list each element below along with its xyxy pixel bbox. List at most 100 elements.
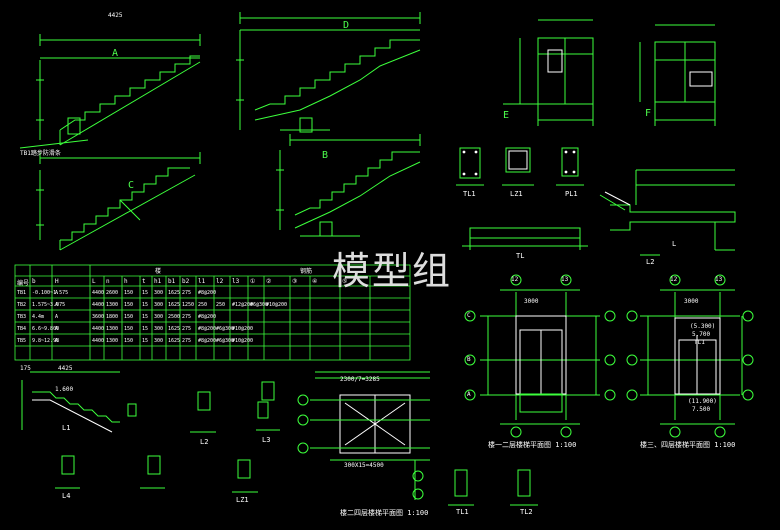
beam-tl-elevation bbox=[462, 227, 588, 250]
axis-a-left: C bbox=[467, 312, 471, 319]
table-header-top: 楼 bbox=[155, 268, 162, 275]
table-cell: 1625 bbox=[168, 338, 181, 344]
table-cell: 1300 bbox=[106, 326, 119, 332]
table-cell: 1300 bbox=[106, 338, 119, 344]
table-cell: 6.6~9.800 bbox=[32, 326, 60, 332]
table-column-header: h1 bbox=[154, 278, 162, 285]
table-cell: 4400 bbox=[92, 290, 105, 296]
table-cell: 275 bbox=[182, 290, 192, 296]
level-5700: 5.700 bbox=[692, 331, 711, 338]
table-cell: TB4 bbox=[17, 326, 27, 332]
table-column-header: H bbox=[55, 278, 59, 285]
cross-section-lz1 bbox=[502, 147, 534, 186]
table-column-header: ① bbox=[250, 278, 256, 285]
table-cell: #8@200 bbox=[198, 326, 217, 332]
dim-plan1-top: 3000 bbox=[524, 298, 539, 305]
table-column-header: l2 bbox=[216, 278, 224, 285]
table-cell: 300 bbox=[154, 326, 164, 332]
table-column-header: ③ bbox=[292, 278, 298, 285]
section-label-tl: TL bbox=[516, 252, 525, 260]
axis-c-left: A bbox=[467, 391, 471, 398]
level-7500: 7.500 bbox=[692, 406, 711, 413]
table-cell: 1625 bbox=[168, 326, 181, 332]
cross-section-tl1 bbox=[456, 147, 484, 186]
stair-section-d bbox=[236, 12, 421, 133]
table-column-header: l3 bbox=[232, 278, 240, 285]
table-column-header: ⑤ bbox=[342, 278, 348, 285]
table-column-header: h bbox=[124, 278, 128, 285]
table-cell: -0.100~1.575 bbox=[32, 290, 69, 296]
plan-title-1-2: 楼一二层楼梯平面图 1:100 bbox=[488, 441, 577, 449]
stair-label-e: E bbox=[503, 110, 510, 121]
dim-l1-mid: 4425 bbox=[58, 365, 73, 372]
table-cell: 250 bbox=[198, 302, 208, 308]
table-cell: #10@200 bbox=[266, 302, 288, 308]
table-cell: 150 bbox=[124, 326, 134, 332]
stair-section-l1 bbox=[21, 371, 137, 433]
plan-title-3-4: 楼三、四层楼梯平面图 1:100 bbox=[640, 441, 736, 449]
landing-slab-detail bbox=[599, 169, 736, 256]
section-label-tl1: TL1 bbox=[463, 190, 476, 198]
detail-plan-e bbox=[503, 19, 594, 126]
dim-center-plan: 2300/7=3285 bbox=[340, 376, 380, 383]
rebar-schedule-table bbox=[14, 264, 411, 361]
table-cell: 4400 bbox=[92, 326, 105, 332]
axis-b-left: B bbox=[467, 356, 471, 363]
table-cell: 275 bbox=[182, 338, 192, 344]
tl1-note: TL1 bbox=[694, 339, 705, 346]
table-cell: 300 bbox=[154, 290, 164, 296]
table-cell: 4400 bbox=[92, 302, 105, 308]
stair-label-c: C bbox=[128, 180, 135, 191]
table-cell: 2600 bbox=[106, 290, 119, 296]
beam-label-l3: L3 bbox=[262, 436, 271, 444]
table-cell: 1800 bbox=[106, 314, 119, 320]
beam-label-l2: L2 bbox=[200, 438, 209, 446]
cross-sections-tl bbox=[448, 469, 538, 506]
table-cell: #10@200 bbox=[232, 326, 254, 332]
table-cell: #6@300 bbox=[216, 338, 235, 344]
table-cell: 1250 bbox=[182, 302, 195, 308]
dim-l1-level: 1.600 bbox=[55, 386, 74, 393]
table-column-header: b1 bbox=[168, 278, 176, 285]
table-column-header: 编号 bbox=[17, 280, 30, 287]
dim-l1-left: 175 bbox=[20, 365, 31, 372]
table-cell: 3600 bbox=[92, 314, 105, 320]
axis-12-top-b: 12 bbox=[670, 276, 678, 283]
stair-label-d: D bbox=[343, 20, 350, 31]
table-cell: 4400 bbox=[92, 338, 105, 344]
section-label-pl1: PL1 bbox=[565, 190, 578, 198]
table-cell: #12@200 bbox=[232, 302, 254, 308]
table-cell: A bbox=[55, 326, 59, 332]
table-cell: 15 bbox=[142, 314, 149, 320]
beam-label-l2b: L2 bbox=[646, 258, 655, 266]
table-cell: 150 bbox=[124, 302, 134, 308]
axis-13-top: 13 bbox=[561, 276, 569, 283]
table-cell: 300 bbox=[154, 302, 164, 308]
table-column-header: l1 bbox=[198, 278, 206, 285]
section-label-lz1: LZ1 bbox=[510, 190, 523, 198]
table-cell: A bbox=[55, 302, 59, 308]
table-cell: 1300 bbox=[106, 302, 119, 308]
dim-top-a: 4425 bbox=[108, 12, 123, 19]
table-cell: #6@300 bbox=[250, 302, 269, 308]
dim-plan2-top: 3000 bbox=[684, 298, 699, 305]
table-cell: TB1 bbox=[17, 290, 27, 296]
level-5300: (5.300) bbox=[690, 323, 716, 330]
table-cell: 300 bbox=[154, 314, 164, 320]
table-cell: 1625 bbox=[168, 290, 181, 296]
table-column-header: L bbox=[92, 278, 96, 285]
beam-label-lz1: LZ1 bbox=[236, 496, 249, 504]
stair-label-f: F bbox=[645, 108, 652, 119]
table-cell: #8@200 bbox=[198, 338, 217, 344]
table-cell: 275 bbox=[182, 326, 192, 332]
cross-section-pl1 bbox=[556, 147, 584, 186]
floor-plan-center bbox=[297, 371, 430, 500]
table-header-steel: 钢筋 bbox=[300, 268, 313, 275]
beam-label-tl1: TL1 bbox=[456, 508, 469, 516]
table-column-header: b2 bbox=[182, 278, 190, 285]
table-cell: 150 bbox=[124, 290, 134, 296]
dim-center-steps: 300X15=4500 bbox=[344, 462, 384, 469]
axis-13-top-b: 13 bbox=[715, 276, 723, 283]
table-cell: 2500 bbox=[168, 314, 181, 320]
